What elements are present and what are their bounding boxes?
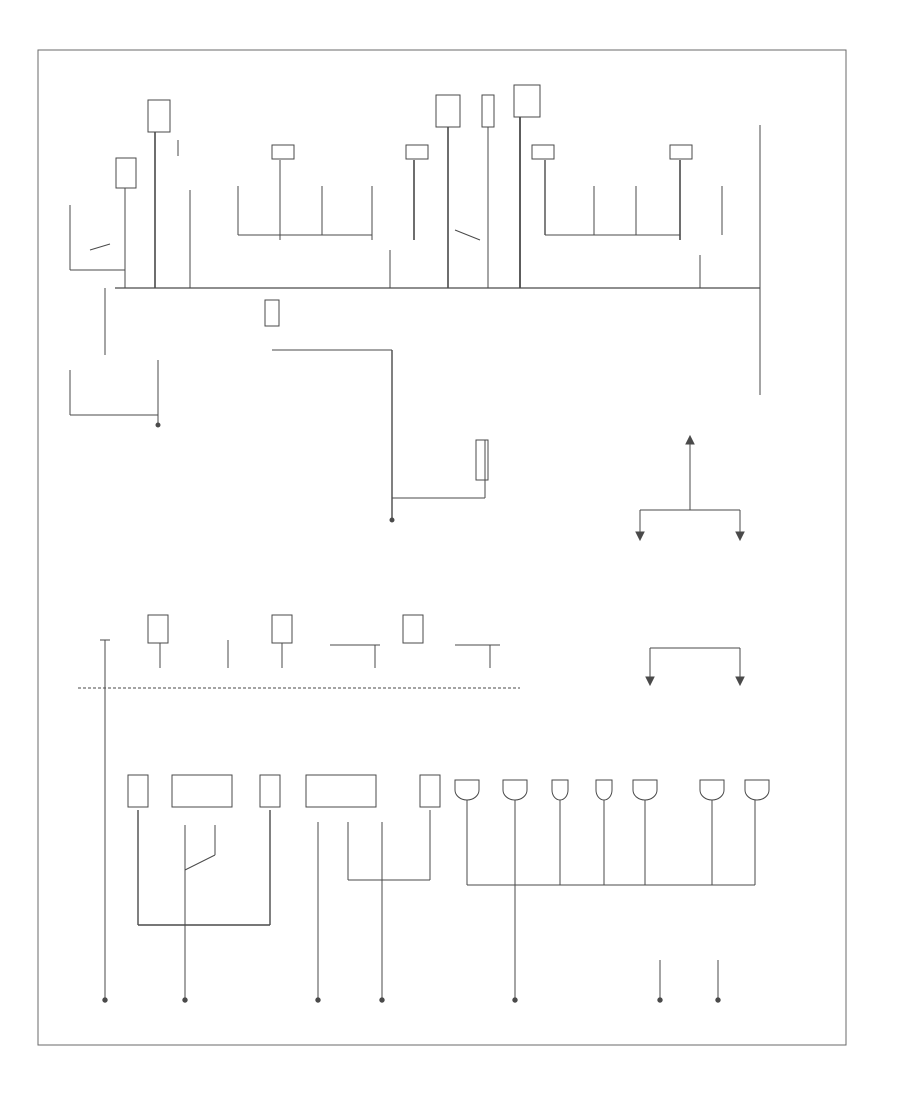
wire [184, 854, 216, 871]
connector-box [435, 94, 461, 128]
lamp-symbol [502, 779, 528, 801]
connector-bracket [669, 144, 693, 160]
lamp-symbol [454, 779, 480, 801]
ground-point [512, 997, 518, 1003]
connector-box [115, 157, 137, 189]
ground-point [315, 997, 321, 1003]
ground-point [155, 422, 161, 428]
arrow-head [735, 676, 745, 687]
connector-box [147, 614, 169, 644]
lamp-symbol [551, 779, 569, 801]
legend-box [264, 299, 280, 327]
ground-point [182, 997, 188, 1003]
middle-section [78, 614, 745, 1000]
arrow-head [645, 676, 655, 687]
connector-box [147, 99, 171, 133]
ground-point [389, 517, 395, 523]
connector-box [419, 774, 441, 808]
connector-bracket [305, 774, 377, 808]
lamp-symbol [632, 779, 658, 801]
connector-bracket [405, 144, 429, 160]
ground-point [657, 997, 663, 1003]
lamp-symbol [595, 779, 613, 801]
arrow-head [735, 531, 745, 542]
connector-bracket [271, 144, 295, 160]
connector-box [513, 84, 541, 118]
connector-box [127, 774, 149, 808]
connector-bracket [475, 439, 489, 481]
connector-bracket [531, 144, 555, 160]
upper-section [69, 84, 761, 542]
lamp-symbol [744, 779, 770, 801]
connector-box [402, 614, 424, 644]
connector-box [481, 94, 495, 128]
ground-point [102, 997, 108, 1003]
lower-section [102, 774, 770, 1003]
connector-box [271, 614, 293, 644]
connector-box [259, 774, 281, 808]
lamp-symbol [699, 779, 725, 801]
connector-bracket [171, 774, 233, 808]
switch-contact [89, 243, 111, 251]
arrow-head [635, 531, 645, 542]
ground-point [715, 997, 721, 1003]
arrow-head [685, 434, 695, 445]
wire [454, 229, 481, 241]
diagram-frame [37, 49, 847, 1046]
ground-point [379, 997, 385, 1003]
